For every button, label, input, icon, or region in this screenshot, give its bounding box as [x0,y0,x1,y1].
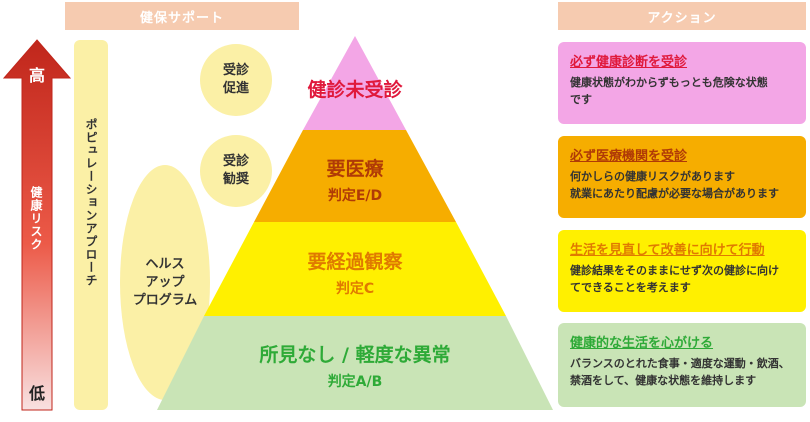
action-2-body: 何かしらの健康リスクがあります 就業にあたり配慮が必要な場合があります [570,170,779,200]
action-1-body: 健康状態がわからずもっとも危険な状態 です [570,76,768,106]
action-4-title: 健康的な生活を心がける [570,336,714,351]
tier-1-title: 健診未受診 [307,79,403,101]
header-support: 健保サポート [65,2,299,30]
tier-3-sub: 判定C [335,281,375,297]
circle-text: アップ [145,274,185,290]
tier-2-text: 要医療 判定E/D [290,154,420,205]
tier-4-text: 所見なし / 軽度な異常 判定A/B [240,340,470,391]
circle-text: 促進 [222,81,249,96]
circle-text: 受診 [222,154,249,169]
circle-text: 勧奨 [222,172,249,187]
action-1-title: 必ず健康診断を受診 [570,55,688,70]
action-box-1: 必ず健康診断を受診 健康状態がわからずもっとも危険な状態 です [558,42,806,124]
circle-text: プログラム [132,292,198,308]
risk-low-label: 低 [28,384,45,403]
risk-arrow [2,39,72,411]
action-3-body: 健診結果をそのままにせず次の健診に向け てできることを考えます [570,264,779,294]
circle-health-up-program: ヘルス アップ プログラム [120,165,210,400]
tier-3-text: 要経過観察 判定C [280,247,430,298]
action-2-title: 必ず医療機関を受診 [570,149,688,164]
action-box-2: 必ず医療機関を受診 何かしらの健康リスクがあります 就業にあたり配慮が必要な場合… [558,136,806,218]
header-action: アクション [558,2,806,30]
pyramid-tier-3 [204,222,506,316]
circle-text: 受診 [222,63,249,78]
tier-2-sub: 判定E/D [327,188,383,204]
tier-3-title: 要経過観察 [307,251,403,273]
action-box-3: 生活を見直して改善に向けて行動 健診結果をそのままにせず次の健診に向け てできる… [558,230,806,312]
risk-label: 健康リスク [29,186,43,251]
tier-4-sub: 判定A/B [327,374,383,390]
action-3-title: 生活を見直して改善に向けて行動 [570,243,765,258]
tier-4-title: 所見なし / 軽度な異常 [259,344,451,366]
circle-jushin-kansho: 受診 勧奨 [200,135,272,207]
pyramid-tier-2 [254,130,456,222]
action-4-body: バランスのとれた食事・適度な運動・飲酒、 禁酒をして、健康な状態を維持します [570,357,790,387]
circle-jushin-sokushin: 受診 促進 [200,44,272,116]
action-box-4: 健康的な生活を心がける バランスのとれた食事・適度な運動・飲酒、 禁酒をして、健… [558,323,806,407]
tier-1-text: 健診未受診 [290,75,420,102]
tier-2-title: 要医療 [326,158,384,180]
pyramid-tier-1 [303,36,406,130]
circle-text: ヘルス [145,256,185,272]
risk-high-label: 高 [28,66,45,85]
pyramid-tier-4 [157,316,553,410]
population-approach-label: ポピュレーションアプローチ [84,118,98,287]
population-approach-pillar [74,40,108,410]
